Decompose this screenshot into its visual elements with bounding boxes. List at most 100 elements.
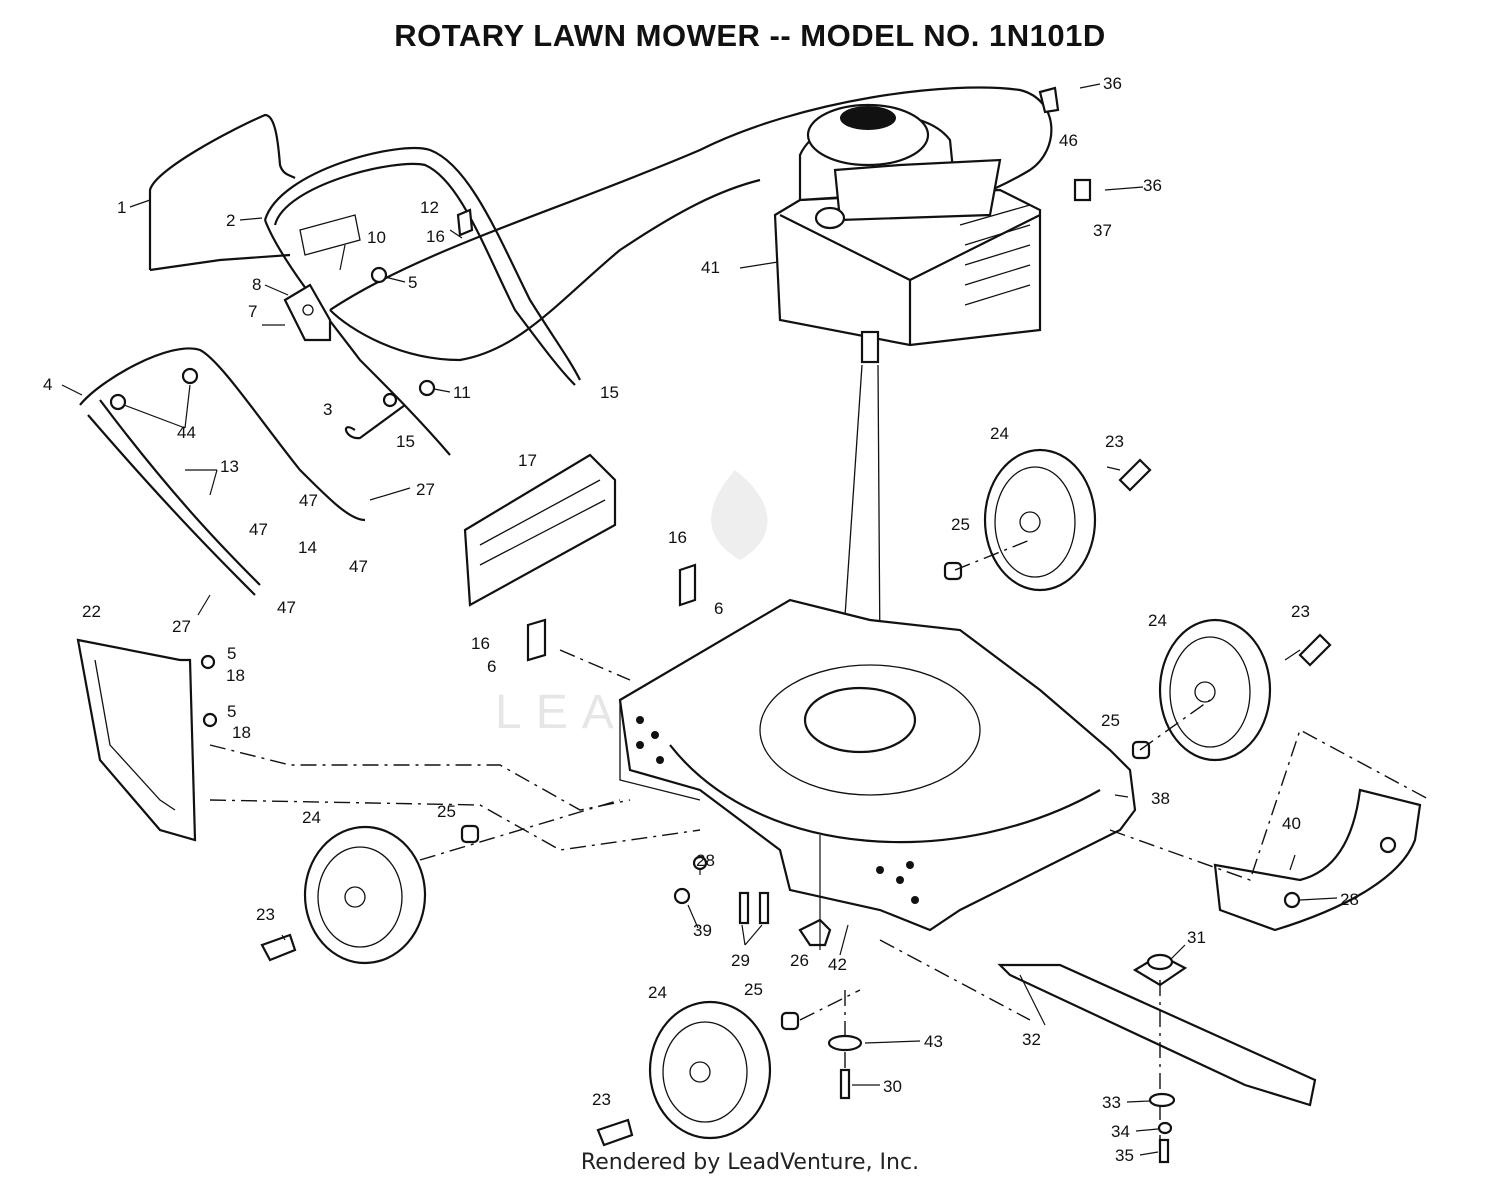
watermark-flame-icon	[711, 470, 768, 560]
leader-lines	[61, 83, 1338, 1156]
nut	[370, 266, 388, 284]
callout-4: 4	[43, 375, 52, 394]
callout-25: 25	[951, 515, 970, 534]
callout-37: 37	[1093, 221, 1112, 240]
callout-8: 8	[252, 275, 261, 294]
callout-15: 15	[600, 383, 619, 402]
callout-13: 13	[220, 457, 239, 476]
washer	[827, 1034, 863, 1052]
callout-31: 31	[1187, 928, 1206, 947]
rear-deflector	[463, 453, 617, 607]
callout-26: 26	[790, 951, 809, 970]
callout-25: 25	[744, 980, 763, 999]
cable-guide	[1073, 178, 1092, 202]
handle-panel	[299, 214, 361, 256]
bail-bar	[148, 113, 296, 272]
callout-24: 24	[302, 808, 321, 827]
callout-labels: 1 2 3 4 5 5 5 6 6 7 8 10 11 12 13 14 15 …	[43, 74, 1359, 1165]
nut	[1379, 836, 1397, 854]
callout-41: 41	[701, 258, 720, 277]
callout-16: 16	[471, 634, 490, 653]
callout-36: 36	[1103, 74, 1122, 93]
bolt	[758, 891, 770, 925]
callout-3: 3	[323, 400, 332, 419]
callout-2: 2	[226, 211, 235, 230]
wheel-rear-right	[1158, 618, 1272, 762]
wheel-front-left	[648, 1000, 772, 1140]
callout-40: 40	[1282, 814, 1301, 833]
callout-17: 17	[518, 451, 537, 470]
callout-39: 39	[693, 921, 712, 940]
nut	[109, 393, 127, 411]
callout-5: 5	[227, 702, 236, 721]
nut	[1283, 891, 1301, 909]
callout-23: 23	[1105, 432, 1124, 451]
callout-34: 34	[1111, 1122, 1130, 1141]
callout-38: 38	[1151, 789, 1170, 808]
cable-guide	[1038, 86, 1060, 114]
callout-47: 47	[249, 520, 268, 539]
bolt	[382, 392, 398, 408]
blade	[997, 953, 1317, 1107]
callout-22: 22	[82, 602, 101, 621]
callout-5: 5	[227, 644, 236, 663]
callout-25: 25	[1101, 711, 1120, 730]
footer-credit: Rendered by LeadVenture, Inc.	[580, 1150, 920, 1175]
assembly-line	[209, 744, 631, 811]
callout-42: 42	[828, 955, 847, 974]
callout-23: 23	[1291, 602, 1310, 621]
callout-47: 47	[299, 491, 318, 510]
callout-27: 27	[416, 480, 435, 499]
bolt	[1298, 633, 1332, 667]
handle-bracket	[283, 283, 332, 342]
callout-24: 24	[990, 424, 1009, 443]
diagram-title: ROTARY LAWN MOWER -- MODEL NO. 1N101D	[394, 18, 1106, 53]
wheel-rear-left	[303, 825, 427, 965]
callout-15: 15	[396, 432, 415, 451]
assembly-line	[419, 799, 621, 861]
callout-11: 11	[453, 383, 471, 402]
callout-23: 23	[592, 1090, 611, 1109]
callout-7: 7	[248, 302, 257, 321]
callout-16: 16	[426, 227, 445, 246]
callout-28: 28	[1340, 890, 1359, 909]
discharge-chute	[1213, 788, 1422, 932]
callout-16: 16	[668, 528, 687, 547]
bolt	[839, 1068, 851, 1100]
callout-43: 43	[924, 1032, 943, 1051]
callout-47: 47	[349, 557, 368, 576]
wheel-front-right	[983, 448, 1097, 592]
callout-46: 46	[1059, 131, 1078, 150]
callout-10: 10	[367, 228, 386, 247]
callout-27: 27	[172, 617, 191, 636]
engine	[773, 103, 1042, 364]
callout-33: 33	[1102, 1093, 1121, 1112]
spacer	[780, 1011, 800, 1031]
hinge-bracket	[678, 563, 697, 607]
bolt	[260, 933, 297, 962]
lower-handle	[79, 347, 366, 596]
washer	[1148, 1092, 1176, 1108]
callout-6: 6	[487, 657, 496, 676]
spacer	[943, 561, 963, 581]
callout-12: 12	[420, 198, 439, 217]
assembly-line	[559, 649, 631, 681]
mower-deck	[618, 598, 1137, 932]
assembly-line	[799, 989, 861, 1021]
callout-28: 28	[696, 851, 715, 870]
callout-5: 5	[408, 273, 417, 292]
callout-1: 1	[117, 198, 126, 217]
cable-clip	[456, 208, 474, 237]
callout-23: 23	[256, 905, 275, 924]
callout-47: 47	[277, 598, 296, 617]
bolt	[738, 891, 750, 925]
washer	[673, 887, 691, 905]
bolt	[596, 1118, 634, 1147]
upper-handle	[263, 146, 581, 456]
nut	[692, 855, 708, 871]
assembly-line	[954, 539, 1031, 571]
callout-32: 32	[1022, 1030, 1041, 1049]
callout-44: 44	[177, 423, 196, 442]
